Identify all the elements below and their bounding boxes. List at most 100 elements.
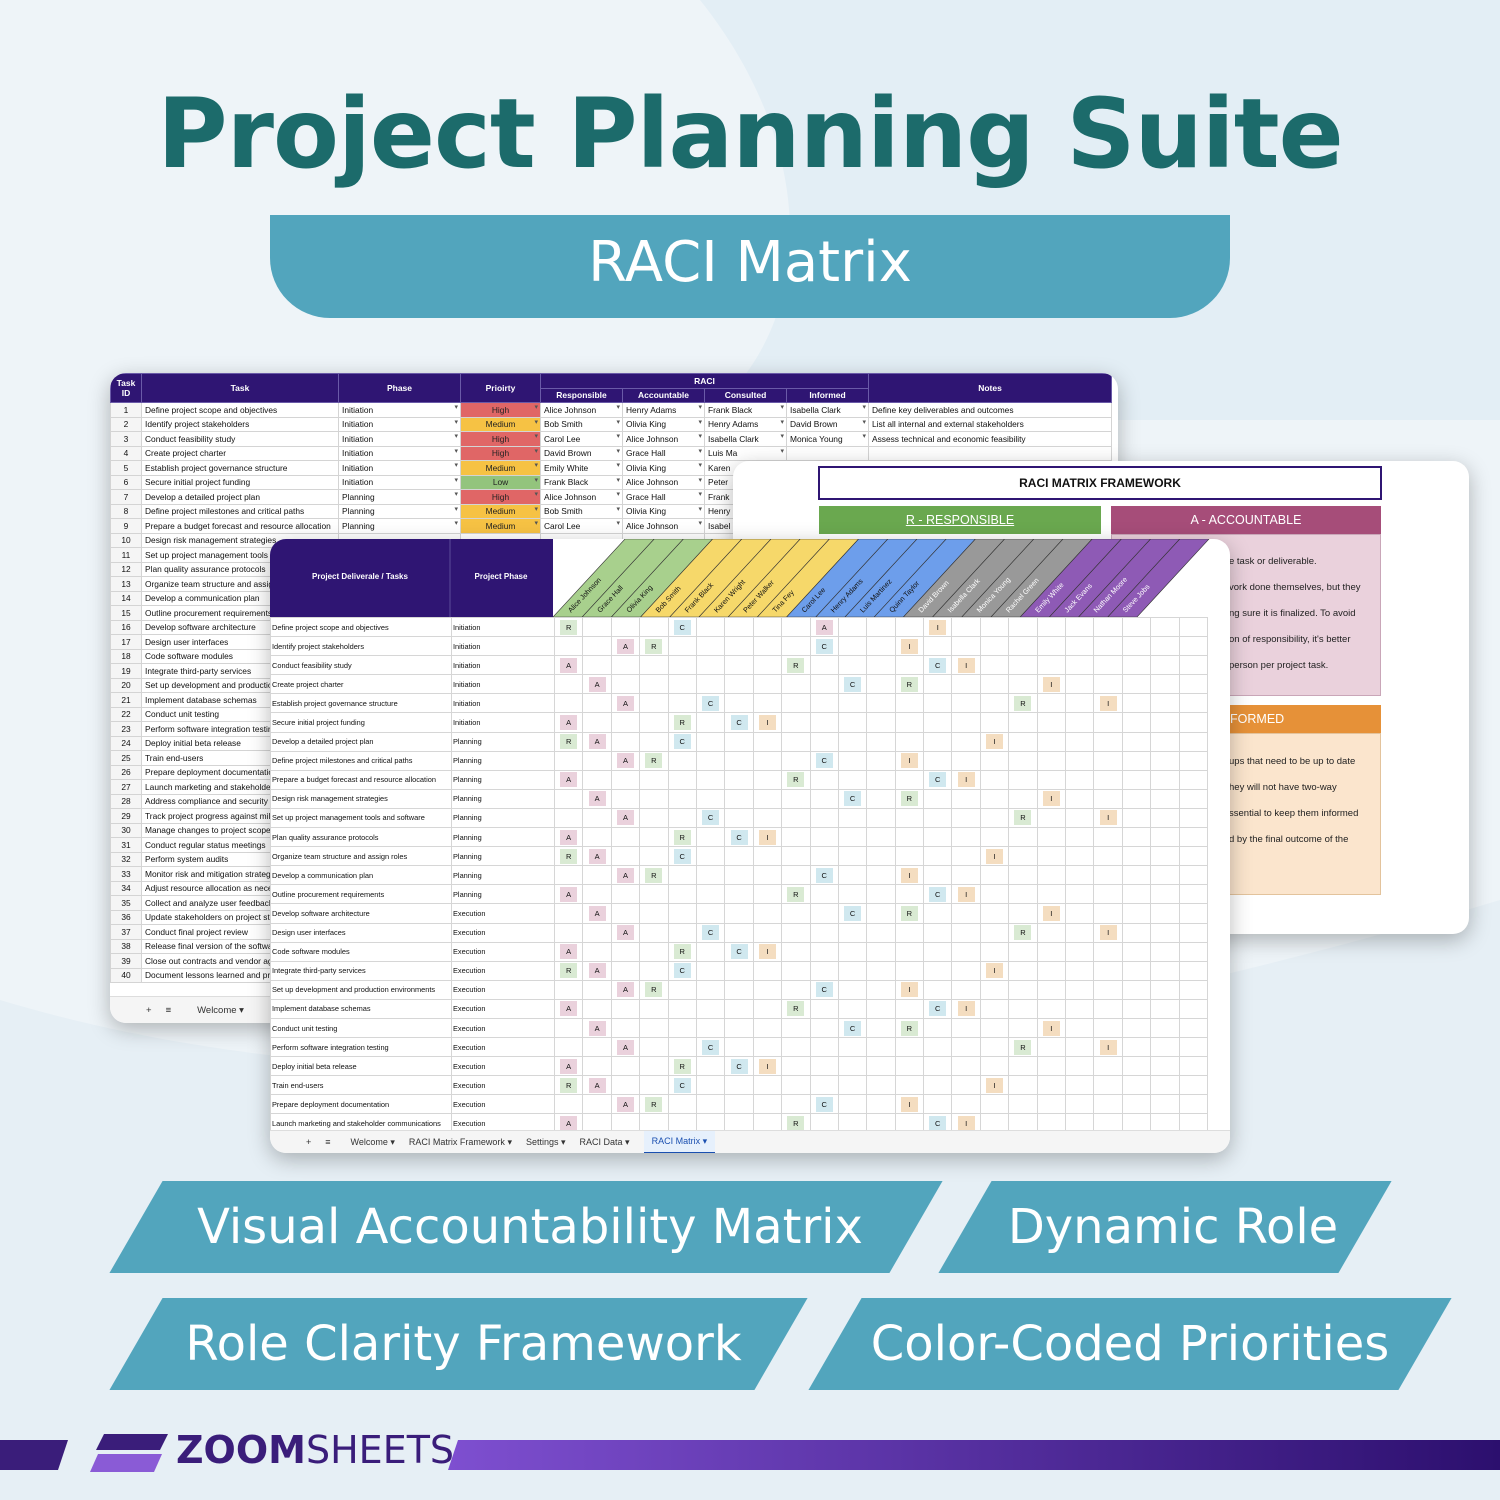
- raci-cell[interactable]: C: [923, 1113, 953, 1134]
- raci-cell[interactable]: [781, 1037, 811, 1058]
- raci-cell[interactable]: [610, 1056, 641, 1077]
- raci-cell[interactable]: [781, 941, 811, 962]
- raci-cell[interactable]: [866, 616, 896, 638]
- raci-cell[interactable]: A: [582, 1075, 612, 1096]
- raci-cell[interactable]: [724, 1037, 754, 1058]
- raci-cell[interactable]: [866, 884, 896, 905]
- task-id-cell[interactable]: 36: [110, 909, 142, 925]
- raci-cell[interactable]: [1121, 865, 1152, 886]
- raci-cell[interactable]: [1093, 827, 1123, 848]
- raci-cell[interactable]: [1065, 616, 1095, 638]
- raci-cell[interactable]: [1150, 1075, 1180, 1096]
- raci-cell[interactable]: [951, 941, 981, 962]
- raci-cell[interactable]: [1178, 1075, 1208, 1096]
- phase-cell[interactable]: Initiation: [338, 431, 461, 447]
- raci-cell[interactable]: C: [724, 712, 754, 733]
- raci-cell[interactable]: [582, 655, 612, 676]
- informed-cell[interactable]: Monica Young: [786, 431, 869, 447]
- raci-cell[interactable]: [809, 998, 839, 1019]
- raci-cell[interactable]: [951, 788, 981, 809]
- raci-cell[interactable]: [866, 1017, 896, 1039]
- raci-cell[interactable]: [837, 998, 868, 1019]
- raci-cell[interactable]: [1036, 616, 1067, 638]
- phase-cell[interactable]: Initiation: [338, 445, 461, 461]
- raci-cell[interactable]: [1036, 846, 1067, 867]
- raci-cell[interactable]: [724, 884, 754, 905]
- raci-cell[interactable]: [752, 636, 783, 657]
- raci-cell[interactable]: [1178, 827, 1208, 848]
- raci-cell[interactable]: A: [610, 636, 641, 657]
- raci-cell[interactable]: [979, 1017, 1010, 1039]
- raci-cell[interactable]: [1150, 807, 1180, 829]
- raci-cell[interactable]: [809, 674, 839, 695]
- task-id-cell[interactable]: 2: [110, 416, 142, 432]
- raci-cell[interactable]: [979, 865, 1010, 886]
- raci-cell[interactable]: [894, 655, 925, 676]
- raci-cell[interactable]: [923, 1056, 953, 1077]
- raci-cell[interactable]: I: [1036, 903, 1067, 924]
- task-id-cell[interactable]: 4: [110, 445, 142, 461]
- task-id-cell[interactable]: 6: [110, 474, 142, 490]
- raci-cell[interactable]: [724, 769, 754, 790]
- raci-cell[interactable]: [1121, 1017, 1152, 1039]
- raci-cell[interactable]: [1121, 903, 1152, 924]
- raci-cell[interactable]: R: [781, 998, 811, 1019]
- consulted-cell[interactable]: Henry Adams: [704, 416, 787, 432]
- raci-cell[interactable]: C: [809, 979, 839, 1000]
- raci-cell[interactable]: [1121, 769, 1152, 790]
- raci-cell[interactable]: [1036, 1056, 1067, 1077]
- raci-cell[interactable]: [1065, 922, 1095, 943]
- raci-cell[interactable]: [923, 750, 953, 771]
- raci-cell[interactable]: [752, 788, 783, 809]
- raci-cell[interactable]: [894, 1037, 925, 1058]
- task-id-cell[interactable]: 1: [110, 402, 142, 418]
- raci-cell[interactable]: R: [553, 616, 584, 638]
- task-id-cell[interactable]: 22: [110, 706, 142, 722]
- raci-cell[interactable]: [951, 960, 981, 981]
- raci-cell[interactable]: [781, 693, 811, 714]
- raci-cell[interactable]: [951, 865, 981, 886]
- raci-cell[interactable]: [866, 941, 896, 962]
- task-id-cell[interactable]: 35: [110, 895, 142, 911]
- raci-cell[interactable]: [1036, 769, 1067, 790]
- raci-cell[interactable]: R: [667, 941, 697, 962]
- raci-cell[interactable]: [837, 865, 868, 886]
- raci-cell[interactable]: [752, 903, 783, 924]
- raci-cell[interactable]: [639, 1017, 669, 1039]
- raci-cell[interactable]: [695, 827, 726, 848]
- raci-cell[interactable]: I: [1036, 1017, 1067, 1039]
- raci-cell[interactable]: [752, 884, 783, 905]
- raci-cell[interactable]: R: [553, 846, 584, 867]
- raci-cell[interactable]: [724, 922, 754, 943]
- raci-cell[interactable]: [639, 788, 669, 809]
- raci-cell[interactable]: [951, 922, 981, 943]
- raci-cell[interactable]: [695, 846, 726, 867]
- raci-cell[interactable]: [695, 903, 726, 924]
- raci-cell[interactable]: [582, 884, 612, 905]
- raci-cell[interactable]: [1008, 788, 1038, 809]
- priority-cell[interactable]: Low: [460, 474, 541, 490]
- raci-cell[interactable]: [837, 979, 868, 1000]
- raci-cell[interactable]: [951, 807, 981, 829]
- raci-cell[interactable]: A: [582, 903, 612, 924]
- raci-cell[interactable]: [866, 865, 896, 886]
- raci-cell[interactable]: [951, 674, 981, 695]
- raci-cell[interactable]: [1065, 1094, 1095, 1115]
- raci-cell[interactable]: [553, 979, 584, 1000]
- matrix-row[interactable]: Prepare a budget forecast and resource a…: [270, 769, 1208, 790]
- matrix-row[interactable]: Set up development and production enviro…: [270, 979, 1208, 1000]
- raci-cell[interactable]: [667, 865, 697, 886]
- raci-cell[interactable]: [582, 1094, 612, 1115]
- responsible-cell[interactable]: David Brown: [540, 445, 623, 461]
- raci-cell[interactable]: [1178, 1017, 1208, 1039]
- raci-cell[interactable]: [553, 922, 584, 943]
- raci-cell[interactable]: [752, 846, 783, 867]
- raci-cell[interactable]: [1065, 1017, 1095, 1039]
